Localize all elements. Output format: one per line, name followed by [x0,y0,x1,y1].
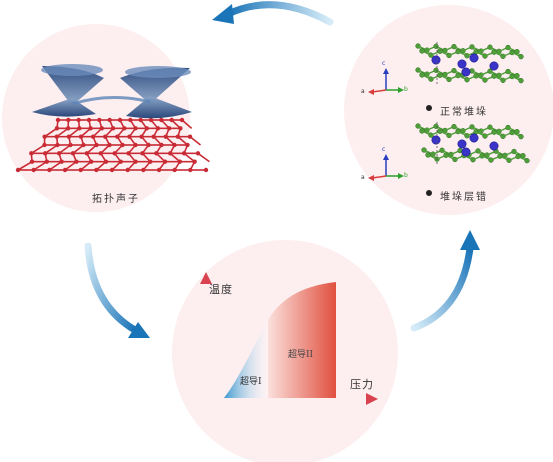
bullet-misfit [426,190,432,196]
superconducting-phase-1-region [224,320,268,398]
honeycomb-lattice [15,117,210,173]
pressure-axis-label: 压力 [350,378,374,391]
superconducting-phase-2-region [268,282,336,398]
temperature-axis-arrowhead [200,272,212,284]
axis-a-label-normal: a [361,88,365,95]
bullet-normal [426,105,432,111]
axis-b-label-misfit: b [404,172,408,179]
axis-a-label-misfit: a [361,174,365,181]
superconducting-2-label: 超导II [288,350,314,360]
cycle-arrow-top [224,1,334,26]
topological-phonon-label: 拓扑声子 [92,194,140,205]
superconducting-1-label: 超导I [240,377,262,387]
misfit-stacking-structure [415,122,530,166]
cycle-arrow-top-head [212,4,234,24]
normal-stacking-label: 正常堆垛 [440,107,488,118]
axis-c-label-misfit: c [382,146,386,153]
cycle-arrow-left [84,242,139,334]
phonon-band-cones [32,64,192,119]
axis-c-label-normal: c [382,60,386,67]
coordinate-axes-normal [368,68,404,95]
cycle-arrow-right-head [460,230,480,250]
normal-stacking-structure [415,42,524,86]
cycle-arrow-right [410,244,474,332]
pressure-axis-arrowhead [366,393,378,405]
coordinate-axes-misfit [368,154,404,181]
temperature-axis-label: 温度 [209,283,233,296]
axis-b-label-normal: b [404,86,408,93]
stacking-misfit-label: 堆垛层错 [440,192,488,203]
cycle-arrow-left-head [128,322,150,338]
